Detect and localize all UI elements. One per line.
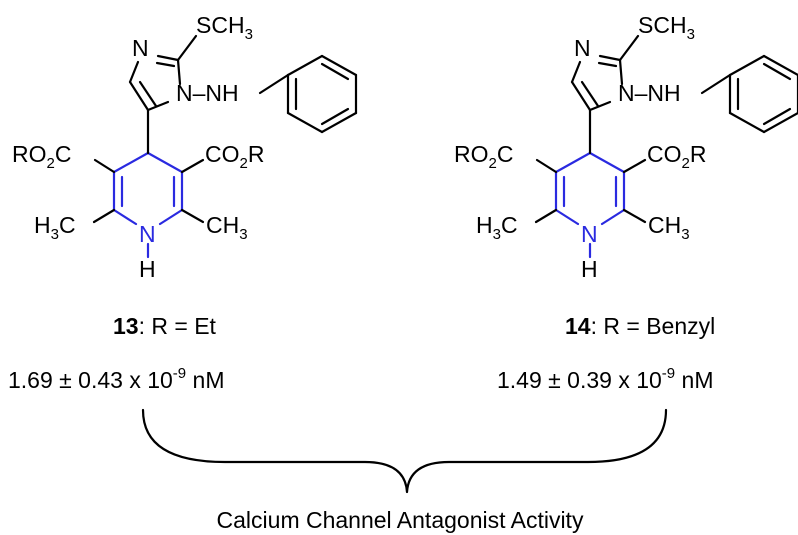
dhp-n-label: N xyxy=(581,221,598,247)
dhp-h-label: H xyxy=(581,256,598,282)
compound-14-activity: 1.49 ± 0.39 x 10-9 nM xyxy=(497,365,713,393)
ch3-label: CH3 xyxy=(648,212,690,243)
compound-13-activity: 1.69 ± 0.43 x 10-9 nM xyxy=(8,365,224,393)
co2r-label: CO2R xyxy=(647,141,706,172)
compound-14-label: 14: R = Benzyl xyxy=(565,313,715,339)
dhp-h-label: H xyxy=(139,256,156,282)
h3c-label: H3C xyxy=(34,212,76,243)
h3c-label: H3C xyxy=(476,212,518,243)
n-nh-label: N–NH xyxy=(176,80,239,106)
molecule-13-labels: N SCH3 N–NH RO2C CO2R H3C CH3 N H xyxy=(12,12,264,282)
molecule-14-labels: N SCH3 N–NH RO2C CO2R H3C CH3 N H xyxy=(454,12,706,282)
imidazole-n: N xyxy=(574,35,591,61)
caption: Calcium Channel Antagonist Activity xyxy=(217,507,584,533)
ro2c-label: RO2C xyxy=(12,141,71,172)
imidazole-n: N xyxy=(132,35,149,61)
ro2c-label: RO2C xyxy=(454,141,513,172)
n-nh-label: N–NH xyxy=(618,80,681,106)
compound-13-label: 13: R = Et xyxy=(113,313,217,339)
dhp-n-label: N xyxy=(139,221,156,247)
grouping-brace xyxy=(141,408,668,494)
sch3-label: SCH3 xyxy=(196,12,253,43)
ch3-label: CH3 xyxy=(206,212,248,243)
sch3-label: SCH3 xyxy=(638,12,695,43)
co2r-label: CO2R xyxy=(205,141,264,172)
